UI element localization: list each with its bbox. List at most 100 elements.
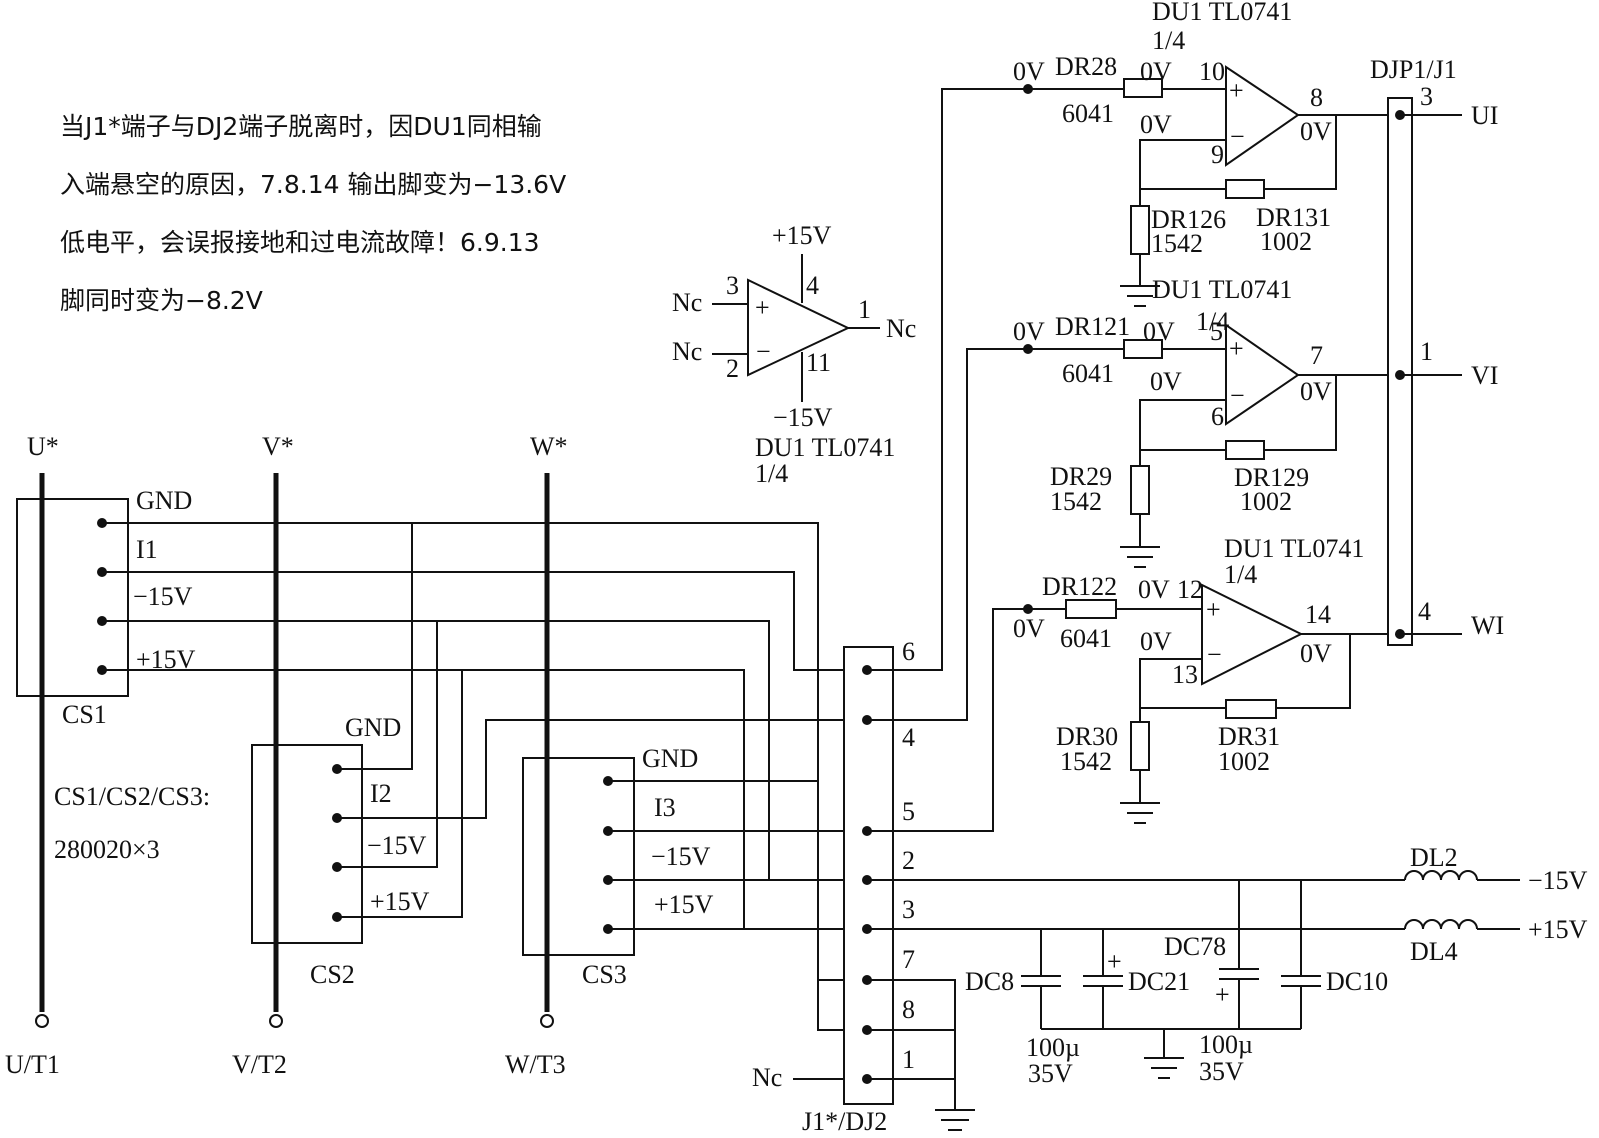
amp-in-minus-voltage: 0V [1140, 627, 1172, 656]
amp-pin-out: 8 [1310, 83, 1323, 112]
j1-pin-number: 2 [902, 846, 915, 875]
capacitor-dc8-label: DC8 [965, 967, 1014, 996]
amp-pin-minus: 6 [1211, 402, 1224, 431]
amp-out-voltage: 0V [1300, 117, 1332, 146]
current-sensor-cs2: GND I2 −15V +15V CS2 [251, 713, 430, 989]
amp-rf-name: DR129 [1234, 463, 1309, 492]
resistor-icon [1130, 721, 1150, 771]
amp-fraction-label: 1/4 [1224, 560, 1257, 589]
ground-icon [1120, 802, 1160, 824]
spare-nc-label: Nc [886, 314, 916, 343]
amp-out-voltage: 0V [1300, 377, 1332, 406]
spare-pin-plus: 3 [726, 271, 739, 300]
cs3-pin-m15-label: −15V [651, 842, 711, 871]
amp-node-voltage: 0V [1013, 57, 1045, 86]
minus-sign: − [756, 337, 771, 366]
j1-pin-number: 4 [902, 723, 915, 752]
cs1-pin-m15-label: −15V [133, 582, 193, 611]
amp-fraction-label: 1/4 [1152, 26, 1185, 55]
cs3-pin-i3-label: I3 [654, 793, 676, 822]
note-line: 脚同时变为−8.2V [60, 286, 263, 315]
minus-sign: − [1230, 122, 1245, 151]
amp-rg-value: 1542 [1151, 229, 1203, 258]
current-sensor-cs3: GND I3 −15V +15V CS3 [522, 744, 714, 989]
dc21-voltage: 35V [1028, 1059, 1073, 1088]
phase-v-bottom-label: V/T2 [232, 1050, 287, 1079]
dc78-polarity: + [1215, 980, 1230, 1009]
j1-pin-number: 1 [902, 1045, 915, 1074]
amp-in-plus-voltage: 0V [1143, 317, 1175, 346]
resistor-icon [1225, 699, 1277, 719]
amp-in-minus-voltage: 0V [1140, 110, 1172, 139]
connector-j1-dj2: 6 4 5 2 3 7 8 1 Nc J1*/DJ2 [752, 637, 975, 1136]
djp1-pin-number: 3 [1420, 82, 1433, 111]
rail-minus15-label: −15V [1528, 866, 1588, 895]
amp-pin-minus: 13 [1172, 660, 1198, 689]
minus-sign: − [1207, 640, 1222, 669]
cs3-name-label: CS3 [582, 960, 627, 989]
amp-rg-name: DR126 [1151, 205, 1226, 234]
amp-rf-value: 1002 [1218, 747, 1270, 776]
connector-djp1-j1: DJP1/J1 3 1 4 UI VI WI [1370, 55, 1504, 646]
amp-pin-minus: 9 [1211, 140, 1224, 169]
resistor-icon [1225, 179, 1265, 199]
amp-out-voltage: 0V [1300, 639, 1332, 668]
spare-pin-out: 1 [858, 295, 871, 324]
amp-in-minus-voltage: 0V [1150, 367, 1182, 396]
djp1-pin-number: 4 [1418, 597, 1431, 626]
sensor-part-note-line1: CS1/CS2/CS3: [54, 782, 210, 811]
amp-node-voltage: 0V [1013, 317, 1045, 346]
inductor-dl2-icon [1404, 870, 1478, 881]
cs2-pin-m15-label: −15V [367, 831, 427, 860]
amp-rin-name: DR122 [1042, 572, 1117, 601]
note-line: 低电平，会误报接地和过电流故障！6.9.13 [60, 228, 540, 257]
amp-rf-name: DR31 [1218, 722, 1280, 751]
amp-part-label: DU1 TL0741 [1152, 275, 1292, 304]
cs3-pin-gnd-label: GND [642, 744, 698, 773]
amp-rg-value: 1542 [1060, 747, 1112, 776]
rail-plus15-label: +15V [1528, 915, 1588, 944]
amp-part-label: DU1 TL0741 [1224, 534, 1364, 563]
spare-vminus-label: −15V [773, 403, 833, 432]
amp-rin-value: 6041 [1062, 99, 1114, 128]
spare-nc-label: Nc [672, 337, 702, 366]
plus-sign: + [1229, 334, 1244, 363]
signal-vi-label: VI [1471, 361, 1498, 390]
amp-fraction-label: 1/4 [1196, 307, 1229, 336]
cs2-pin-gnd-label: GND [345, 713, 401, 742]
resistor-icon [1130, 465, 1150, 515]
phase-u: U* U/T1 [5, 432, 60, 1079]
resistor-icon [1225, 440, 1265, 460]
amp-rin-name: DR28 [1055, 52, 1117, 81]
amp-rg-name: DR30 [1056, 722, 1118, 751]
phase-u-bottom-label: U/T1 [5, 1050, 60, 1079]
j1-name-label: J1*/DJ2 [802, 1107, 887, 1136]
spare-opamp: + − +15V −15V 3 2 4 11 1 Nc Nc Nc DU1 TL… [672, 221, 916, 488]
cs1-body [16, 498, 129, 697]
ground-icon [1120, 546, 1160, 568]
amplifier-u: DU1 TL0741 1/4 0V DR28 6041 0V 10 + − 0V… [1013, 0, 1400, 307]
j1-pin-number: 5 [902, 797, 915, 826]
spare-part-label: DU1 TL0741 [755, 433, 895, 462]
amp-pin-plus: 12 [1177, 575, 1203, 604]
spare-pin-vee: 11 [806, 348, 831, 377]
fault-description-note: 当J1*端子与DJ2端子脱离时，因DU1同相输 入端悬空的原因，7.8.14 输… [60, 98, 680, 330]
djp1-name-label: DJP1/J1 [1370, 55, 1457, 84]
spare-fraction-label: 1/4 [755, 459, 788, 488]
note-line: 当J1*端子与DJ2端子脱离时，因DU1同相输 [60, 112, 542, 141]
phase-w: W* W/T3 [505, 432, 568, 1079]
amp-rf-value: 1002 [1260, 227, 1312, 256]
opamp-triangle-icon [1225, 323, 1300, 426]
cs2-name-label: CS2 [310, 960, 355, 989]
plus-sign: + [755, 293, 770, 322]
cs1-name-label: CS1 [62, 700, 107, 729]
terminal-u-icon [35, 1014, 49, 1028]
spare-nc-label: Nc [672, 288, 702, 317]
cs3-pin-p15-label: +15V [654, 890, 714, 919]
amp-part-label: DU1 TL0741 [1152, 0, 1292, 26]
cs3-body [522, 757, 635, 956]
opamp-triangle-icon [1225, 65, 1300, 167]
inductor-dl4-icon [1404, 919, 1478, 930]
capacitor-dc10-label: DC10 [1326, 967, 1388, 996]
